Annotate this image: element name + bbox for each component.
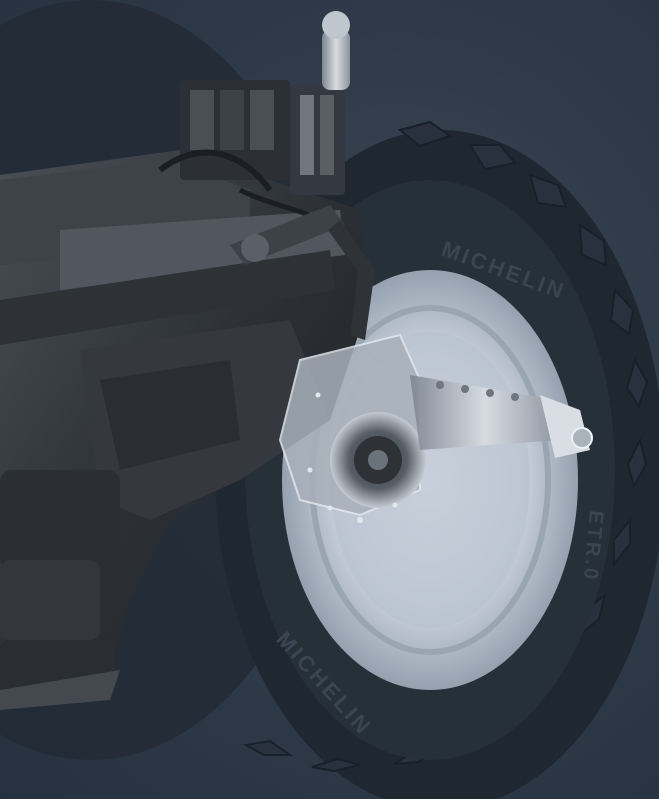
housing-bolts	[307, 392, 398, 523]
final-drive-housing	[278, 333, 426, 517]
lower-link-arm	[410, 375, 593, 458]
lift-arm	[230, 205, 375, 340]
hydraulic-valve-block	[158, 11, 352, 242]
tractor-chassis	[0, 150, 370, 710]
